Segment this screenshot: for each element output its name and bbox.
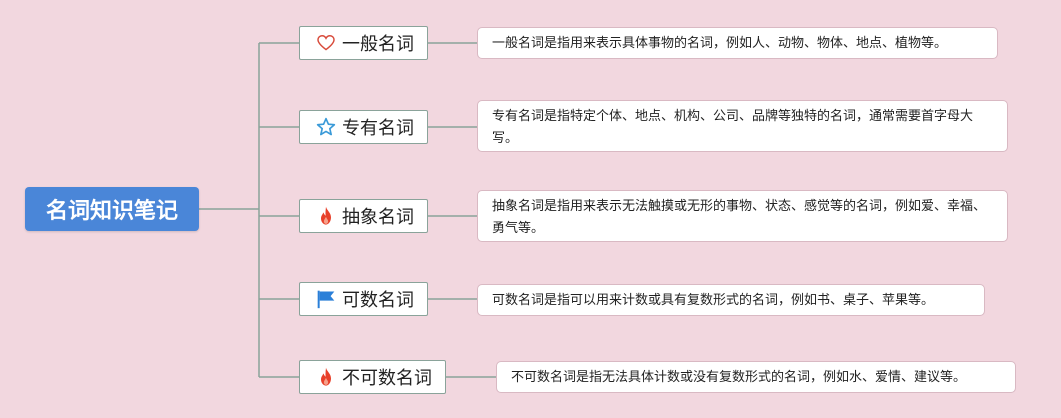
branch-abstract-noun[interactable]: 抽象名词 — [299, 199, 428, 233]
note-uncountable-noun: 不可数名词是指无法具体计数或没有复数形式的名词，例如水、爱情、建议等。 — [496, 361, 1016, 393]
branch-general-noun[interactable]: 一般名词 — [299, 26, 428, 60]
fire-icon — [316, 367, 336, 387]
branch-uncountable-noun[interactable]: 不可数名词 — [299, 360, 446, 394]
branch-countable-noun[interactable]: 可数名词 — [299, 282, 428, 316]
branch-label: 专有名词 — [342, 118, 414, 139]
fire-icon — [316, 206, 336, 226]
branch-label: 不可数名词 — [342, 368, 432, 389]
branch-proper-noun[interactable]: 专有名词 — [299, 110, 428, 144]
note-general-noun: 一般名词是指用来表示具体事物的名词，例如人、动物、物体、地点、植物等。 — [477, 27, 998, 59]
note-countable-noun: 可数名词是指可以用来计数或具有复数形式的名词，例如书、桌子、苹果等。 — [477, 284, 985, 316]
heart-outline-icon — [316, 33, 336, 53]
star-outline-icon — [316, 117, 336, 137]
root-topic[interactable]: 名词知识笔记 — [25, 187, 199, 231]
branch-label: 可数名词 — [342, 290, 414, 311]
branch-label: 一般名词 — [342, 34, 414, 55]
note-proper-noun: 专有名词是指特定个体、地点、机构、公司、品牌等独特的名词，通常需要首字母大写。 — [477, 100, 1008, 152]
root-topic-label: 名词知识笔记 — [45, 199, 178, 224]
branch-label: 抽象名词 — [342, 207, 414, 228]
flag-icon — [316, 289, 336, 309]
note-abstract-noun: 抽象名词是指用来表示无法触摸或无形的事物、状态、感觉等的名词，例如爱、幸福、勇气… — [477, 190, 1008, 242]
